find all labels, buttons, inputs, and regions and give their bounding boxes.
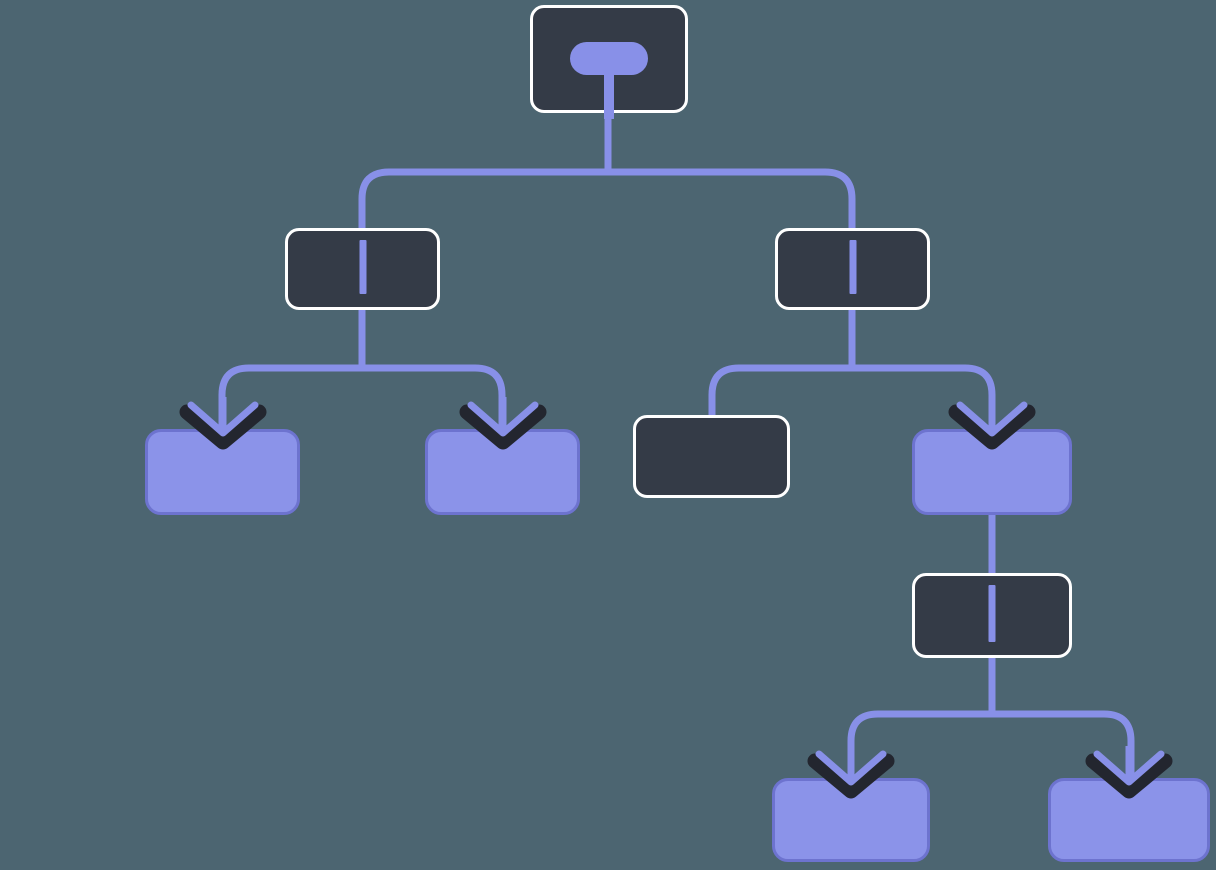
node-branch-lower[interactable] bbox=[912, 573, 1072, 658]
node-leaf-4[interactable] bbox=[772, 778, 930, 862]
node-root[interactable] bbox=[530, 5, 688, 119]
pass-through-line-icon bbox=[988, 585, 996, 642]
node-child-dark[interactable] bbox=[633, 415, 790, 498]
connector-tee-3-bar bbox=[708, 364, 996, 431]
pill-stem bbox=[604, 68, 614, 119]
connector-tee-2-bar bbox=[218, 364, 506, 431]
node-leaf-5[interactable] bbox=[1048, 778, 1210, 862]
pass-through-line-icon bbox=[849, 240, 856, 294]
connector-tee-1-bar bbox=[358, 168, 856, 232]
pill-icon bbox=[570, 42, 648, 75]
node-branch-right[interactable] bbox=[775, 228, 930, 310]
node-leaf-3[interactable] bbox=[912, 429, 1072, 515]
node-leaf-2[interactable] bbox=[425, 429, 580, 515]
pass-through-line-icon bbox=[359, 240, 366, 294]
node-leaf-1[interactable] bbox=[145, 429, 300, 515]
node-branch-left[interactable] bbox=[285, 228, 440, 310]
connector-tee-4-bar bbox=[847, 710, 1135, 780]
